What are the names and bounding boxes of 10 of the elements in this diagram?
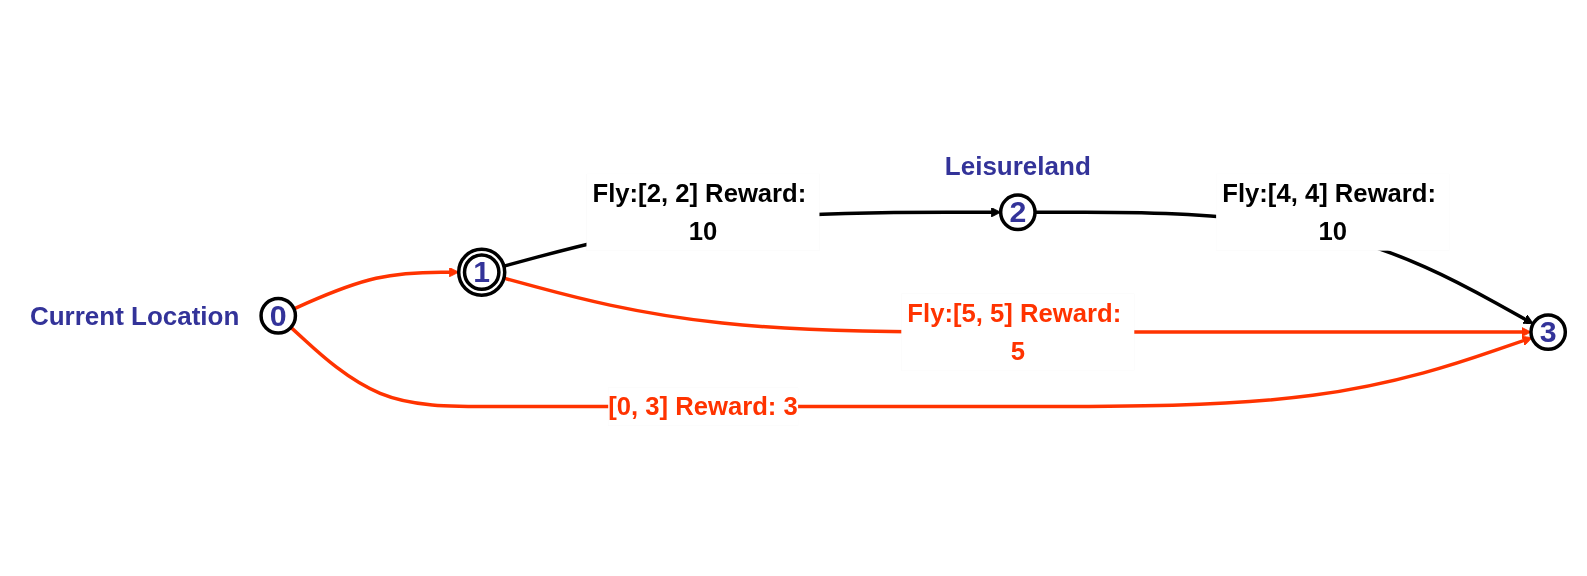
node-circle: 1 <box>456 247 507 297</box>
node-circle: 2 <box>998 193 1037 232</box>
node-caption: Current Location <box>29 302 240 329</box>
edge-label: Fly:[2, 2] Reward: 10 <box>592 178 807 247</box>
node-caption: Leisureland <box>944 153 1091 179</box>
edge-label: Fly:[4, 4] Reward: 10 <box>1222 178 1437 247</box>
node-circle: 3 <box>1529 313 1568 351</box>
edge-label: [0, 3] Reward: 3 <box>608 391 798 422</box>
node-circle: 0 <box>259 296 298 335</box>
edge-label: Fly:[5, 5] Reward: 5 <box>907 298 1122 366</box>
